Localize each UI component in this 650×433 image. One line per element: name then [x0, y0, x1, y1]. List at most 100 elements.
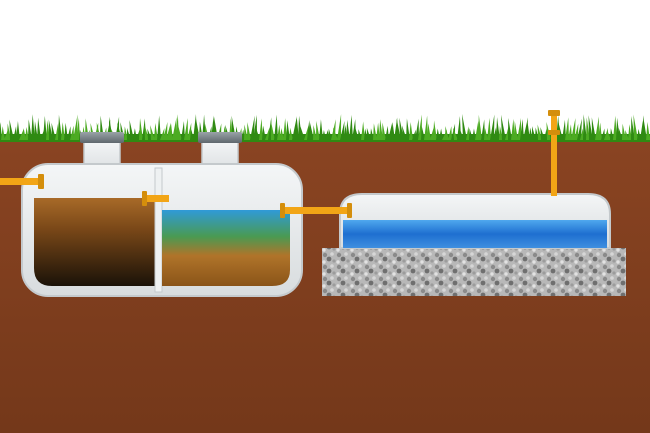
grass-blade — [501, 114, 506, 140]
grass-blade — [526, 122, 530, 140]
grass-blade — [361, 121, 365, 140]
grass-blade — [607, 129, 611, 140]
pipes — [0, 110, 560, 218]
grass-blade — [325, 129, 329, 140]
septic-tank-chamber-1 — [34, 198, 155, 286]
grass-blade — [643, 115, 647, 140]
grass-blade — [366, 127, 371, 140]
chamber-pipe-flange — [142, 191, 147, 206]
grass-blade — [0, 122, 2, 140]
grass-blade — [283, 118, 287, 140]
grass-blade — [322, 129, 326, 140]
grass-blade — [481, 119, 485, 140]
grass-blade — [448, 126, 452, 140]
grass-blade — [493, 127, 497, 140]
grass-blade — [565, 117, 569, 140]
grass-blade — [598, 122, 602, 140]
grass-blade — [259, 118, 263, 140]
grass-blade — [588, 115, 593, 140]
grass-blade — [466, 126, 470, 140]
grass-blade — [316, 120, 320, 140]
transfer-pipe-flange-b — [347, 203, 352, 218]
grass-blade — [154, 122, 158, 140]
grass-blade — [591, 117, 596, 140]
grass-blade — [313, 125, 317, 140]
grass-blade — [496, 117, 500, 140]
grass-blade — [358, 129, 362, 140]
grass-blade — [265, 127, 270, 140]
grass-blade — [574, 123, 579, 140]
grass-blade — [70, 125, 74, 140]
grass-blade — [22, 128, 26, 140]
grass-blade — [478, 114, 482, 140]
grass-blade — [333, 127, 338, 140]
grass-blade — [628, 124, 632, 140]
grass-blade — [139, 118, 143, 140]
grass-blade — [409, 122, 413, 140]
grass-blade — [379, 119, 383, 140]
grass-blade — [270, 120, 275, 140]
grass-blade — [354, 126, 359, 140]
infiltration-water — [343, 220, 607, 248]
grass-blade — [187, 122, 192, 140]
grass-blade — [250, 115, 255, 140]
grass-blade — [484, 127, 488, 140]
grass-blade — [487, 117, 491, 140]
grass-blade — [337, 114, 342, 140]
grass-blade — [67, 126, 71, 140]
grass-blade — [618, 128, 623, 140]
grass-blade — [568, 124, 572, 140]
grass-blade — [37, 117, 41, 140]
vent-pipe-cap — [548, 110, 560, 116]
grass-blade — [520, 119, 524, 140]
grass-blade — [517, 117, 522, 140]
grass-blade — [412, 129, 416, 140]
grass-blade — [462, 114, 467, 140]
grass-blade — [43, 115, 47, 140]
grass-blade — [193, 114, 197, 140]
grass-blade — [274, 114, 278, 140]
grass-blade — [13, 126, 17, 140]
grass-blade — [469, 128, 473, 140]
grass-blade — [562, 119, 566, 140]
grass-blade — [289, 127, 293, 140]
grass-blade — [376, 122, 380, 140]
grass-blade — [277, 124, 281, 140]
grass-blade — [25, 126, 29, 140]
grass-blade — [385, 125, 389, 140]
riser-cap-1 — [80, 132, 124, 143]
grass-blade — [508, 117, 512, 140]
grass-blade — [402, 125, 407, 140]
grass-blade — [244, 124, 248, 140]
chamber-divider — [154, 167, 163, 293]
transfer-pipe — [280, 207, 352, 214]
grass-blade — [625, 129, 629, 140]
grass-blade — [9, 119, 14, 140]
sky — [0, 0, 650, 140]
grass-blade — [58, 114, 62, 140]
grass-blade — [633, 114, 638, 140]
grass-blade — [1, 126, 5, 140]
grass-blade — [76, 118, 80, 140]
grass-blade — [253, 114, 257, 140]
grass-blade — [28, 119, 32, 140]
grass-blade — [31, 114, 35, 140]
grass-blade — [300, 126, 305, 140]
grass-blade — [637, 128, 641, 140]
gravel-bed — [322, 248, 626, 296]
grass-blade — [373, 123, 377, 140]
grass-blade — [646, 121, 650, 140]
grass-blade — [436, 128, 440, 140]
grass-blade — [583, 114, 587, 140]
grass-blade — [540, 127, 545, 140]
grass-blade — [595, 116, 599, 140]
riser-cap-2 — [198, 132, 242, 143]
grass-blade — [439, 128, 443, 140]
grass-blade — [190, 129, 194, 140]
grass-blade — [421, 126, 425, 140]
grass-blade — [388, 122, 393, 140]
grass-blade — [346, 119, 350, 140]
grass-blade — [514, 121, 518, 140]
grass-blade — [157, 115, 161, 140]
grass-blade — [622, 123, 626, 140]
